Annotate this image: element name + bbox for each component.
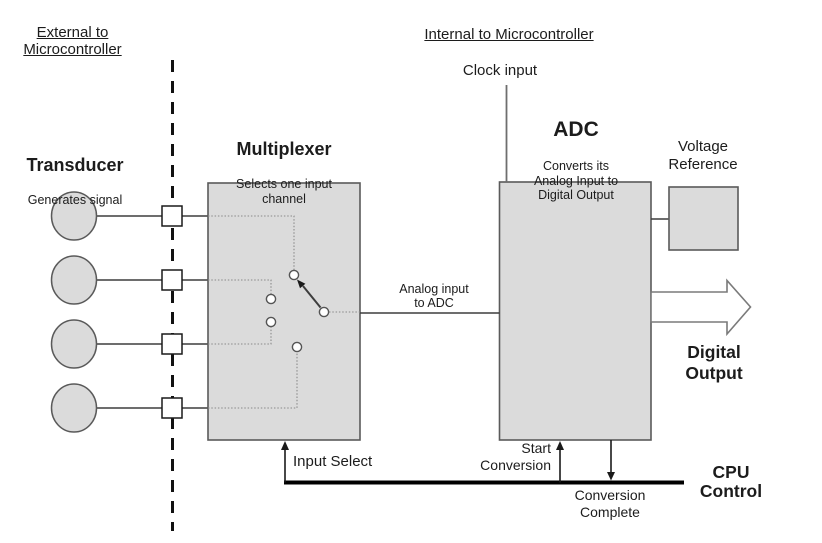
external-region-label: External to Microcontroller — [23, 24, 122, 58]
mux-channel-route-4 — [208, 352, 298, 409]
mux-channel-route-2 — [208, 279, 272, 294]
voltage-reference-box — [668, 186, 739, 251]
mux-contact-1 — [288, 269, 300, 281]
input-select-arrowhead — [281, 441, 289, 450]
cpu-control-label: CPU Control — [699, 462, 763, 501]
boundary-pin-1 — [161, 205, 183, 227]
adc-subtitle: Converts its Analog Input to Digital Out… — [533, 159, 619, 202]
mux-contact-2 — [265, 293, 277, 305]
adc-title: ADC — [553, 118, 599, 141]
digital-output-arrow — [650, 278, 752, 337]
multiplexer-box — [207, 182, 361, 441]
conversion-complete-arrowhead — [607, 472, 615, 481]
multiplexer-label: Multiplexer Selects one input channel — [214, 122, 354, 224]
mux-channel-route-1 — [208, 215, 295, 270]
mux-contact-3 — [265, 316, 277, 328]
clock-input-label: Clock input — [462, 62, 538, 79]
mux-output-contact — [318, 306, 330, 318]
adc-label: ADC Converts its Analog Input to Digital… — [506, 100, 646, 221]
adc-box — [498, 181, 652, 441]
start-conversion-arrowhead — [556, 441, 564, 450]
conversion-complete-label: Conversion Complete — [574, 487, 646, 520]
boundary-pin-4 — [161, 397, 183, 419]
analog-input-label: Analog input to ADC — [399, 282, 469, 310]
boundary-pin-2 — [161, 269, 183, 291]
digital-output-label: Digital Output — [685, 342, 743, 383]
transducer-symbol-2 — [50, 255, 98, 305]
start-conversion-label: Start Conversion — [480, 440, 551, 473]
transducer-subtitle: Generates signal — [27, 193, 123, 207]
internal-region-label: Internal to Microcontroller — [424, 26, 594, 43]
mux-switch-arm — [302, 285, 322, 309]
transducer-title: Transducer — [26, 155, 124, 175]
multiplexer-subtitle: Selects one input channel — [236, 177, 332, 206]
mux-contact-4 — [291, 341, 303, 353]
transducer-label: Transducer Generates signal — [10, 138, 140, 226]
transducer-symbol-4 — [50, 383, 98, 433]
mux-channel-route-3 — [208, 327, 272, 345]
transducer-symbol-1 — [50, 191, 98, 241]
transducer-symbol-3 — [50, 319, 98, 369]
voltage-reference-label: Voltage Reference — [668, 138, 738, 173]
boundary-pin-3 — [161, 333, 183, 355]
input-select-label: Input Select — [293, 453, 373, 470]
multiplexer-title: Multiplexer — [236, 139, 332, 159]
mux-switch-arm-arrowhead — [297, 279, 306, 289]
